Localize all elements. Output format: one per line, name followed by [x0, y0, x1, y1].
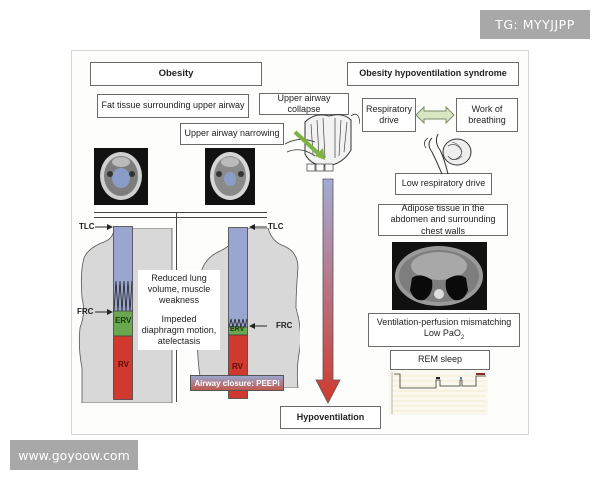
ohs-title-box: Obesity hypoventilation syndrome	[347, 62, 519, 86]
rem-sleep-hypnogram	[388, 370, 488, 415]
tlc-label-left: TLC	[79, 222, 95, 231]
rem-sleep-box: REM sleep	[390, 350, 490, 370]
hypoventilation-arrow-icon	[315, 178, 341, 404]
rv-label-right: RV	[232, 362, 243, 371]
tlc-arrow-left-icon	[95, 224, 113, 230]
work-of-breathing-box: Work of breathing	[456, 98, 518, 132]
watermark-top: TG: MYYJJPP	[480, 10, 590, 39]
rv-label-left: RV	[118, 360, 129, 369]
rv-segment	[113, 335, 133, 400]
frc-arrow-right-icon	[249, 323, 267, 329]
tlc-label-right: TLC	[268, 222, 284, 231]
double-arrow-icon	[415, 106, 455, 124]
lung-volume-column-obese	[228, 227, 248, 399]
mechanism-text-box: Reduced lung volume, muscle weakness Imp…	[138, 270, 220, 350]
mechanism-text-1: Reduced lung volume, muscle weakness	[147, 272, 211, 306]
watermark-bottom: www.goyoow.com	[10, 440, 138, 470]
separator-line-top	[94, 212, 267, 213]
tlc-arrow-right-icon	[249, 224, 267, 230]
airway-closure-bar: Airway closure: PEEPi	[190, 375, 284, 391]
upper-airway-illustration	[285, 113, 360, 172]
vq-line-1: Ventilation-perfusion mismatching	[376, 317, 512, 328]
brainstem-illustration	[424, 133, 472, 175]
ct-chest-image	[392, 242, 487, 310]
vq-line-2: Low PaO2	[423, 328, 465, 342]
fat-tissue-box: Fat tissue surrounding upper airway	[97, 94, 249, 118]
lung-volume-column-normal	[113, 226, 133, 400]
separator-line-bottom	[94, 217, 267, 218]
erv-label-left: ERV	[115, 316, 132, 325]
ct-head-normal-image	[94, 148, 148, 205]
frc-label-right: FRC	[276, 321, 293, 330]
upper-airway-collapse-box: Upper airway collapse	[259, 93, 349, 115]
respiratory-drive-box: Respiratory drive	[362, 98, 416, 132]
frc-label-left: FRC	[77, 307, 94, 316]
obesity-title-box: Obesity	[90, 62, 262, 86]
mechanism-text-2: Impeded diaphragm motion, atelectasis	[141, 313, 217, 347]
adipose-tissue-box: Adipose tissue in the abdomen and surrou…	[378, 203, 508, 236]
frc-arrow-left-icon	[95, 309, 113, 315]
ct-head-narrowed-image	[205, 148, 255, 205]
hypoventilation-box: Hypoventilation	[280, 406, 381, 429]
vq-mismatch-box: Ventilation-perfusion mismatching Low Pa…	[368, 313, 520, 347]
tlc-segment	[228, 227, 248, 328]
erv-label-right: ERV	[230, 326, 245, 333]
low-respiratory-drive-box: Low respiratory drive	[395, 173, 492, 195]
upper-airway-narrowing-box: Upper airway narrowing	[180, 123, 284, 145]
